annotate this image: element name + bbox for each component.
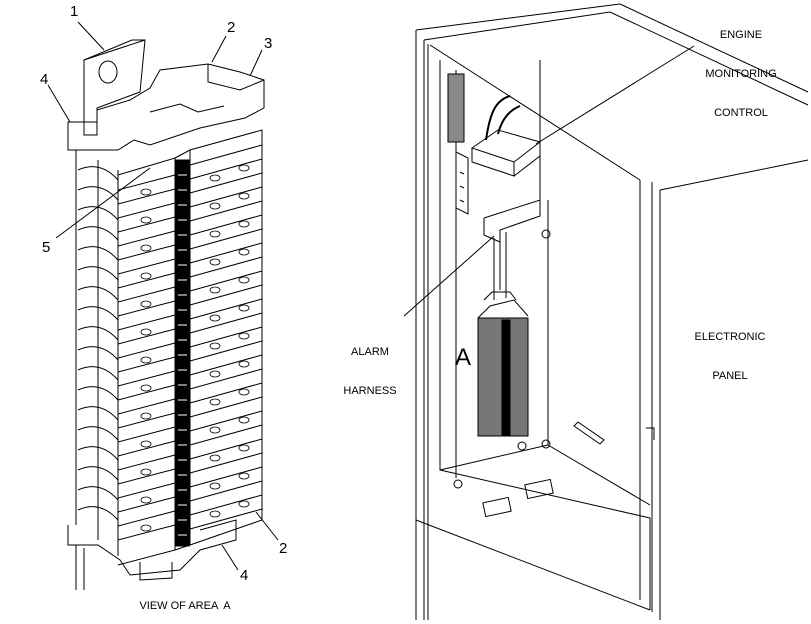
callout-4-top: 4 [40, 71, 49, 88]
engine-monitoring-control-label: ENGINE MONITORING CONTROL [686, 3, 796, 133]
electronic-panel-line-2: PANEL [712, 370, 748, 382]
callout-4-bottom: 4 [240, 567, 249, 584]
alarm-harness-line-2: HARNESS [343, 385, 397, 397]
area-a-marker: A [455, 344, 472, 371]
callout-2-top: 2 [227, 19, 236, 36]
callout-2-bottom: 2 [279, 540, 288, 557]
electronic-panel-line-1: ELECTRONIC [694, 331, 766, 343]
engine-monitoring-control-line-3: CONTROL [714, 107, 768, 119]
alarm-harness-line-1: ALARM [351, 346, 389, 358]
electronic-panel-label: ELECTRONIC PANEL [680, 305, 780, 396]
terminal-block-illustration [47, 21, 279, 590]
engine-monitoring-control-line-1: ENGINE [719, 29, 763, 41]
callout-3: 3 [264, 35, 273, 52]
callout-5: 5 [42, 239, 51, 256]
view-caption: VIEW OF AREA A [139, 600, 231, 612]
alarm-harness-label: ALARM HARNESS [330, 320, 410, 411]
electronic-panel-cabinet-illustration [403, 3, 809, 620]
callout-1: 1 [70, 3, 79, 20]
engine-monitoring-control-line-2: MONITORING [705, 68, 777, 80]
